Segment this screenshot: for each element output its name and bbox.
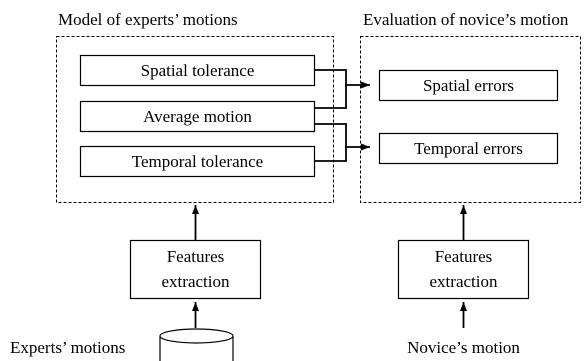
novice-features-line2: extraction bbox=[430, 272, 498, 291]
spatial-tolerance-label: Spatial tolerance bbox=[141, 61, 255, 80]
expert-features-line2: extraction bbox=[162, 272, 230, 291]
spatial-tolerance-connector bbox=[314, 69, 370, 89]
novice-motion-label: Novice’s motion bbox=[407, 338, 520, 357]
experts-motions-label: Experts’ motions bbox=[10, 338, 125, 357]
novice-features-extraction-box bbox=[397, 239, 530, 300]
expert-features-line1: Features bbox=[167, 247, 225, 266]
average-to-temporal-connector bbox=[314, 123, 370, 151]
spatial-errors-box bbox=[378, 69, 559, 102]
spatial-errors-label: Spatial errors bbox=[423, 76, 514, 95]
average-to-spatial-connector bbox=[314, 85, 347, 109]
expert-model-title: Model of experts’ motions bbox=[58, 10, 238, 29]
novice-features-line1: Features bbox=[435, 247, 493, 266]
average-motion-label: Average motion bbox=[143, 107, 252, 126]
temporal-tolerance-label: Temporal tolerance bbox=[132, 152, 263, 171]
temporal-tolerance-connector bbox=[314, 147, 347, 162]
expert-features-extraction-box bbox=[129, 239, 262, 300]
average-motion-box bbox=[79, 100, 316, 133]
temporal-errors-label: Temporal errors bbox=[414, 139, 523, 158]
temporal-errors-box bbox=[378, 132, 559, 165]
novice-evaluation-title: Evaluation of novice’s motion bbox=[363, 10, 569, 29]
temporal-tolerance-box bbox=[79, 145, 316, 178]
experts-database-icon bbox=[159, 328, 234, 361]
expert-model-group bbox=[56, 36, 334, 203]
novice-evaluation-group bbox=[360, 36, 581, 203]
